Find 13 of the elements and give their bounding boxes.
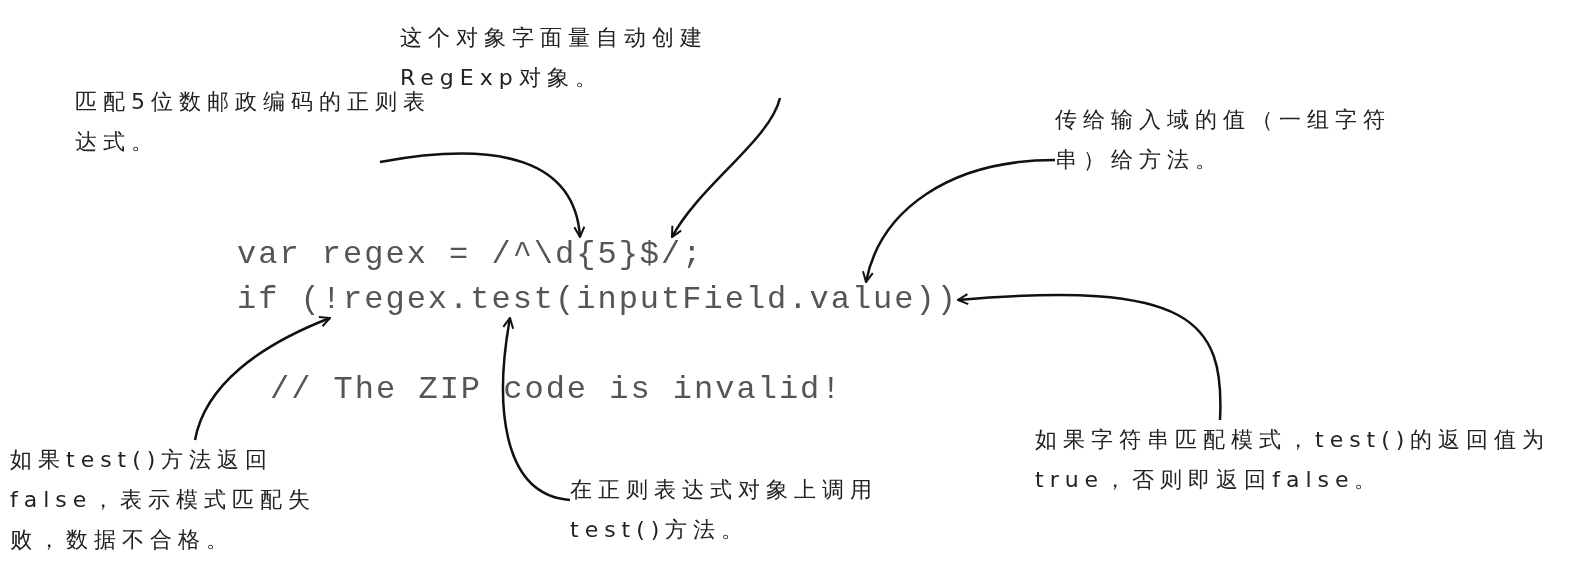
annotation-text: 如果test()方法返回false，表示模式匹配失败，数据不合格。	[10, 440, 360, 560]
annotation-text: 如果字符串匹配模式，test()的返回值为true，否则即返回false。	[1035, 420, 1570, 500]
curved-arrow	[193, 316, 331, 441]
annotation-text: 在正则表达式对象上调用test()方法。	[570, 470, 930, 550]
code-line: var regex = /^\d{5}$/;	[237, 237, 704, 273]
annotation-text: 传给输入域的值（一组字符串）给方法。	[1055, 100, 1440, 180]
curved-arrow	[956, 293, 1222, 420]
curved-arrow	[501, 317, 571, 502]
code-line: if (!regex.test(inputField.value))	[237, 282, 958, 318]
code-comment: // The ZIP code is invalid!	[270, 372, 843, 408]
curved-arrow	[862, 158, 1056, 283]
curved-arrow	[670, 97, 782, 238]
curved-arrow	[379, 152, 585, 238]
